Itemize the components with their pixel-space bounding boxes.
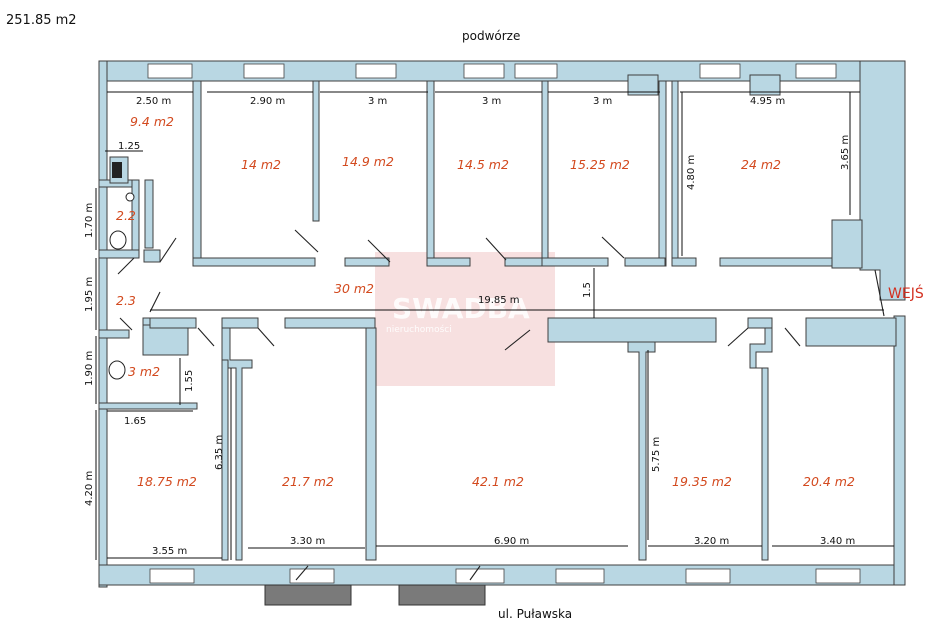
room-area: 42.1 m2 — [472, 474, 524, 489]
total-area: 251.85 m2 — [6, 13, 77, 28]
top-windows — [147, 63, 837, 79]
room-area: 15.25 m2 — [570, 157, 630, 172]
watermark: SWADBA nieruchomości — [375, 252, 555, 386]
lower-partitions — [149, 317, 897, 561]
dim-2-50: 2.50 m — [136, 96, 171, 107]
dim-1-55: 1.55 — [184, 370, 195, 392]
dimension-lines — [95, 91, 894, 560]
door-swings — [117, 229, 885, 581]
room-area: 14 m2 — [241, 157, 281, 172]
room-area: 30 m2 — [334, 281, 374, 296]
watermark-tagline: nieruchomości — [386, 324, 452, 335]
dim-1-25: 1.25 — [118, 141, 140, 152]
dim-19-85: 19.85 m — [478, 295, 520, 306]
dim-2-90: 2.90 m — [250, 96, 285, 107]
room-area: 20.4 m2 — [803, 474, 855, 489]
room-area: 21.7 m2 — [282, 474, 334, 489]
dim-3-65: 3.65 m — [840, 135, 851, 170]
room-area: 2.2 — [116, 208, 136, 223]
dim-3-30: 3.30 m — [290, 536, 325, 547]
dim-4-95: 4.95 m — [750, 96, 785, 107]
dim-3-40: 3.40 m — [820, 536, 855, 547]
dim-6-90: 6.90 m — [494, 536, 529, 547]
room-areas: 9.4 m2 14 m2 14.9 m2 14.5 m2 15.25 m2 24… — [116, 114, 855, 489]
watermark-brand: SWADBA — [392, 292, 530, 325]
dim-4-20: 4.20 m — [84, 471, 95, 506]
room-area: 2.3 — [116, 293, 136, 308]
upper-partitions — [192, 80, 833, 267]
dim-3-c: 3 m — [593, 96, 612, 107]
entrance-label: WEJŚ — [888, 284, 924, 302]
room-area: 24 m2 — [741, 157, 781, 172]
room-area: 3 m2 — [128, 364, 160, 379]
dim-3-b: 3 m — [482, 96, 501, 107]
room-area: 14.5 m2 — [457, 157, 509, 172]
dimension-labels: 2.50 m 2.90 m 3 m 3 m 3 m 4.95 m 3.65 m … — [84, 96, 855, 557]
room-area: 9.4 m2 — [130, 114, 174, 129]
dim-4-80: 4.80 m — [686, 155, 697, 190]
street-label: ul. Puławska — [498, 607, 572, 621]
dim-3-a: 3 m — [368, 96, 387, 107]
dim-3-55: 3.55 m — [152, 546, 187, 557]
dim-5-75: 5.75 m — [651, 437, 662, 472]
dim-3-20: 3.20 m — [694, 536, 729, 547]
dim-6-35: 6.35 m — [214, 435, 225, 470]
room-area: 19.35 m2 — [672, 474, 732, 489]
room-area: 18.75 m2 — [137, 474, 197, 489]
dim-1-65: 1.65 — [124, 416, 146, 427]
dim-1-5: 1.5 — [582, 282, 593, 298]
entrance-steps — [264, 584, 486, 606]
service-block — [98, 156, 198, 410]
room-area: 14.9 m2 — [342, 154, 394, 169]
dim-1-95: 1.95 m — [84, 277, 95, 312]
bottom-windows — [149, 568, 861, 584]
dim-1-70: 1.70 m — [84, 203, 95, 238]
courtyard-label: podwórze — [462, 29, 520, 43]
dim-1-90: 1.90 m — [84, 351, 95, 386]
